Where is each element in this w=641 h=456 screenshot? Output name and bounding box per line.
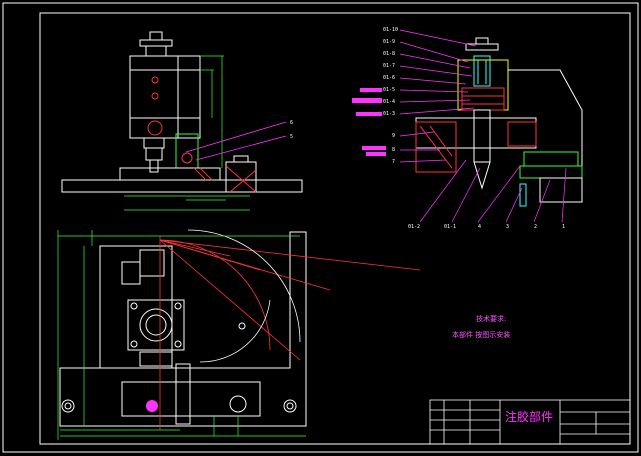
top-view-dimensions	[57, 230, 306, 440]
label-1: 1	[562, 224, 565, 230]
label-01-2: 01-2	[408, 224, 420, 230]
top-view-construction	[159, 236, 421, 430]
top-view	[59, 231, 307, 427]
leaders-front	[185, 121, 287, 161]
label-01-5: 01-5	[383, 87, 395, 93]
top-view-arc	[187, 229, 301, 363]
highlight-dot	[146, 400, 158, 412]
front-view-dimensions	[124, 55, 250, 211]
tech-requirements-heading: 技术要求:	[476, 315, 507, 323]
label-part-5: 5	[290, 134, 293, 140]
highlight-bars	[352, 88, 386, 156]
section-labels: 01-10 01-9 01-8 01-7 01-6 01-5 01-4 01-3…	[383, 27, 565, 230]
leaders-section	[399, 29, 567, 223]
inner-border	[39, 12, 631, 445]
label-01-4: 01-4	[383, 99, 395, 105]
label-4: 4	[478, 224, 481, 230]
label-01-3: 01-3	[383, 111, 395, 117]
title-block	[429, 399, 631, 445]
front-view	[61, 31, 303, 193]
label-01-7: 01-7	[383, 63, 395, 69]
label-01-6: 01-6	[383, 75, 395, 81]
label-9: 9	[392, 133, 395, 139]
label-8: 8	[392, 147, 395, 153]
label-7: 7	[392, 159, 395, 165]
tech-requirements-line: 本部件 按图示安装	[452, 331, 511, 339]
label-2: 2	[534, 224, 537, 230]
drawing-title: 注胶部件	[505, 410, 554, 424]
label-3: 3	[506, 224, 509, 230]
label-01-9: 01-9	[383, 39, 395, 45]
label-part-6: 6	[290, 120, 293, 126]
label-01-10: 01-10	[383, 27, 398, 33]
label-01-1: 01-1	[444, 224, 456, 230]
section-view	[415, 37, 583, 207]
label-01-8: 01-8	[383, 51, 395, 57]
